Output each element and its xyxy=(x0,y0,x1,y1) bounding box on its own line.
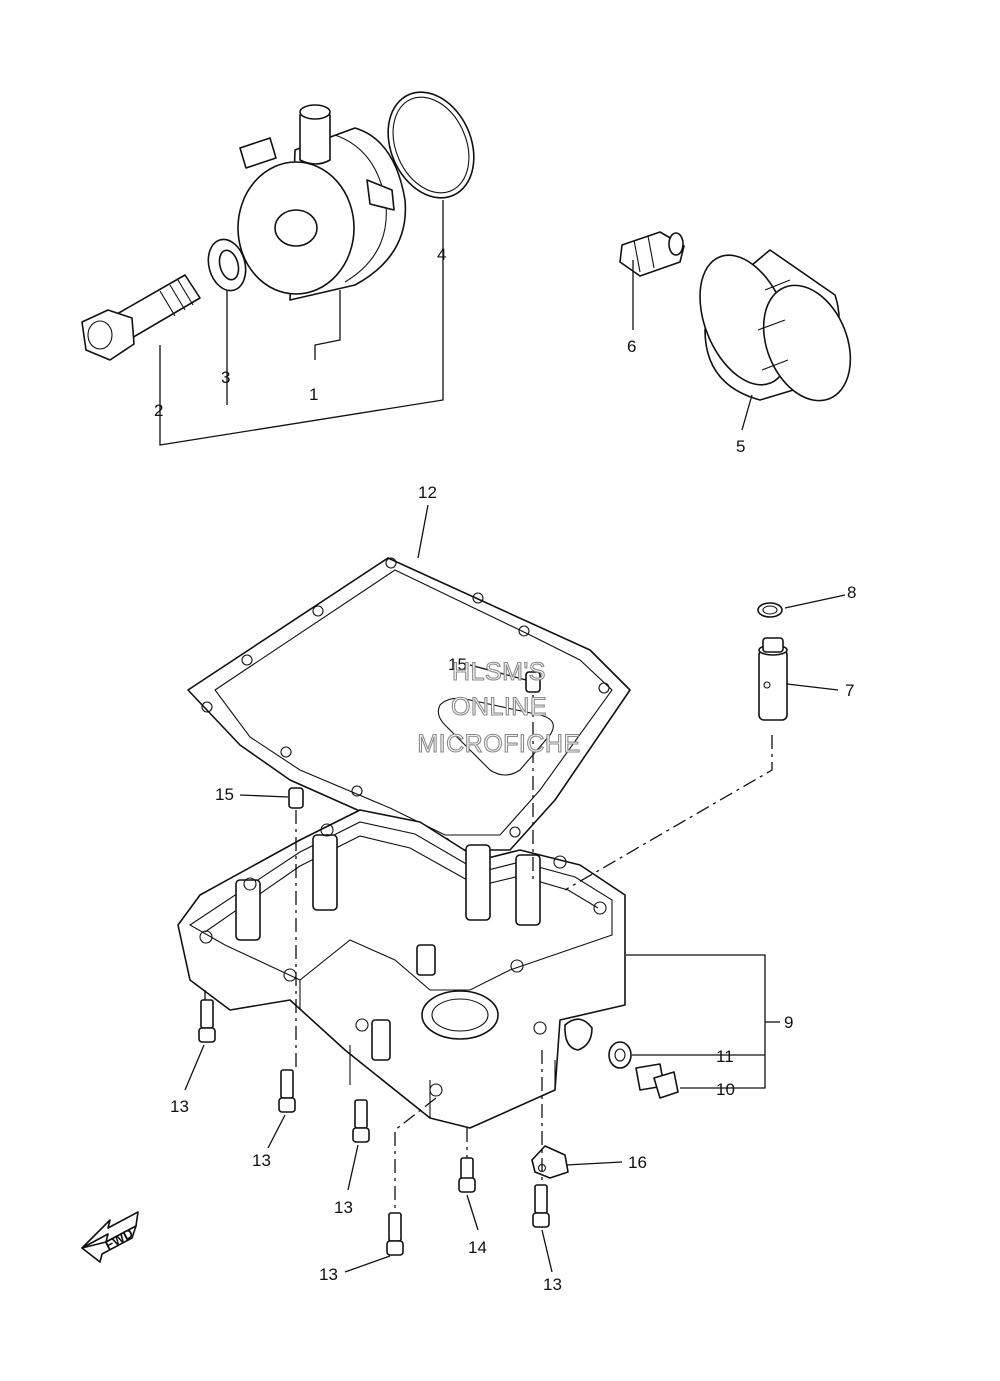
centerlines xyxy=(204,695,773,1213)
fwd-arrow-icon: FWD xyxy=(81,1211,139,1263)
callout-15a: 15 xyxy=(215,785,234,804)
callout-3: 3 xyxy=(221,368,230,387)
callout-6: 6 xyxy=(627,337,636,356)
callout-13d: 13 xyxy=(319,1265,338,1284)
callout-16: 16 xyxy=(628,1153,647,1172)
pipe-part-7 xyxy=(758,637,788,721)
callout-7: 7 xyxy=(845,681,854,700)
callout-14: 14 xyxy=(468,1238,487,1257)
drain-bolt-part-10 xyxy=(635,1063,679,1099)
callout-2: 2 xyxy=(154,401,163,420)
watermark: HLSM'S ONLINE MICROFICHE xyxy=(417,657,581,758)
callout-labels: 1 2 3 4 5 6 7 8 9 10 11 12 13 13 13 13 1… xyxy=(154,245,856,1294)
oil-cooler-part-1 xyxy=(237,104,407,301)
union-bolt-part-2 xyxy=(81,274,201,361)
callout-13b: 13 xyxy=(252,1151,271,1170)
oil-pan-bosses xyxy=(235,834,541,1061)
callout-13e: 13 xyxy=(543,1275,562,1294)
callout-13c: 13 xyxy=(334,1198,353,1217)
callout-4: 4 xyxy=(437,245,446,264)
callout-8: 8 xyxy=(847,583,856,602)
clamp-part-16 xyxy=(531,1145,569,1179)
dowel-pin-part-15 xyxy=(288,671,541,809)
fitting-part-6 xyxy=(619,231,685,277)
o-ring-part-4 xyxy=(387,91,475,199)
washer-part-3 xyxy=(207,238,247,292)
leader-lines xyxy=(159,200,846,1273)
callout-9: 9 xyxy=(784,1013,793,1032)
oil-pan-bolt-holes xyxy=(199,823,607,1097)
watermark-line-2: ONLINE xyxy=(451,693,547,721)
gasket-part-11 xyxy=(608,1041,632,1069)
gasket-part-12 xyxy=(187,557,631,851)
callout-5: 5 xyxy=(736,437,745,456)
watermark-line-3: MICROFICHE xyxy=(417,730,580,758)
bolt-part-13 xyxy=(198,999,550,1256)
callout-1: 1 xyxy=(309,385,318,404)
bolt-part-14 xyxy=(458,1157,476,1193)
callout-13a: 13 xyxy=(170,1097,189,1116)
watermark-line-1: HLSM'S xyxy=(452,658,546,686)
oil-pan-part-9 xyxy=(177,809,626,1129)
callout-11: 11 xyxy=(716,1047,734,1066)
callout-10: 10 xyxy=(716,1080,735,1099)
oil-filter-part-5 xyxy=(699,249,852,402)
o-ring-part-8 xyxy=(757,602,783,618)
callout-15b: 15 xyxy=(448,655,467,674)
callout-12: 12 xyxy=(418,483,437,502)
